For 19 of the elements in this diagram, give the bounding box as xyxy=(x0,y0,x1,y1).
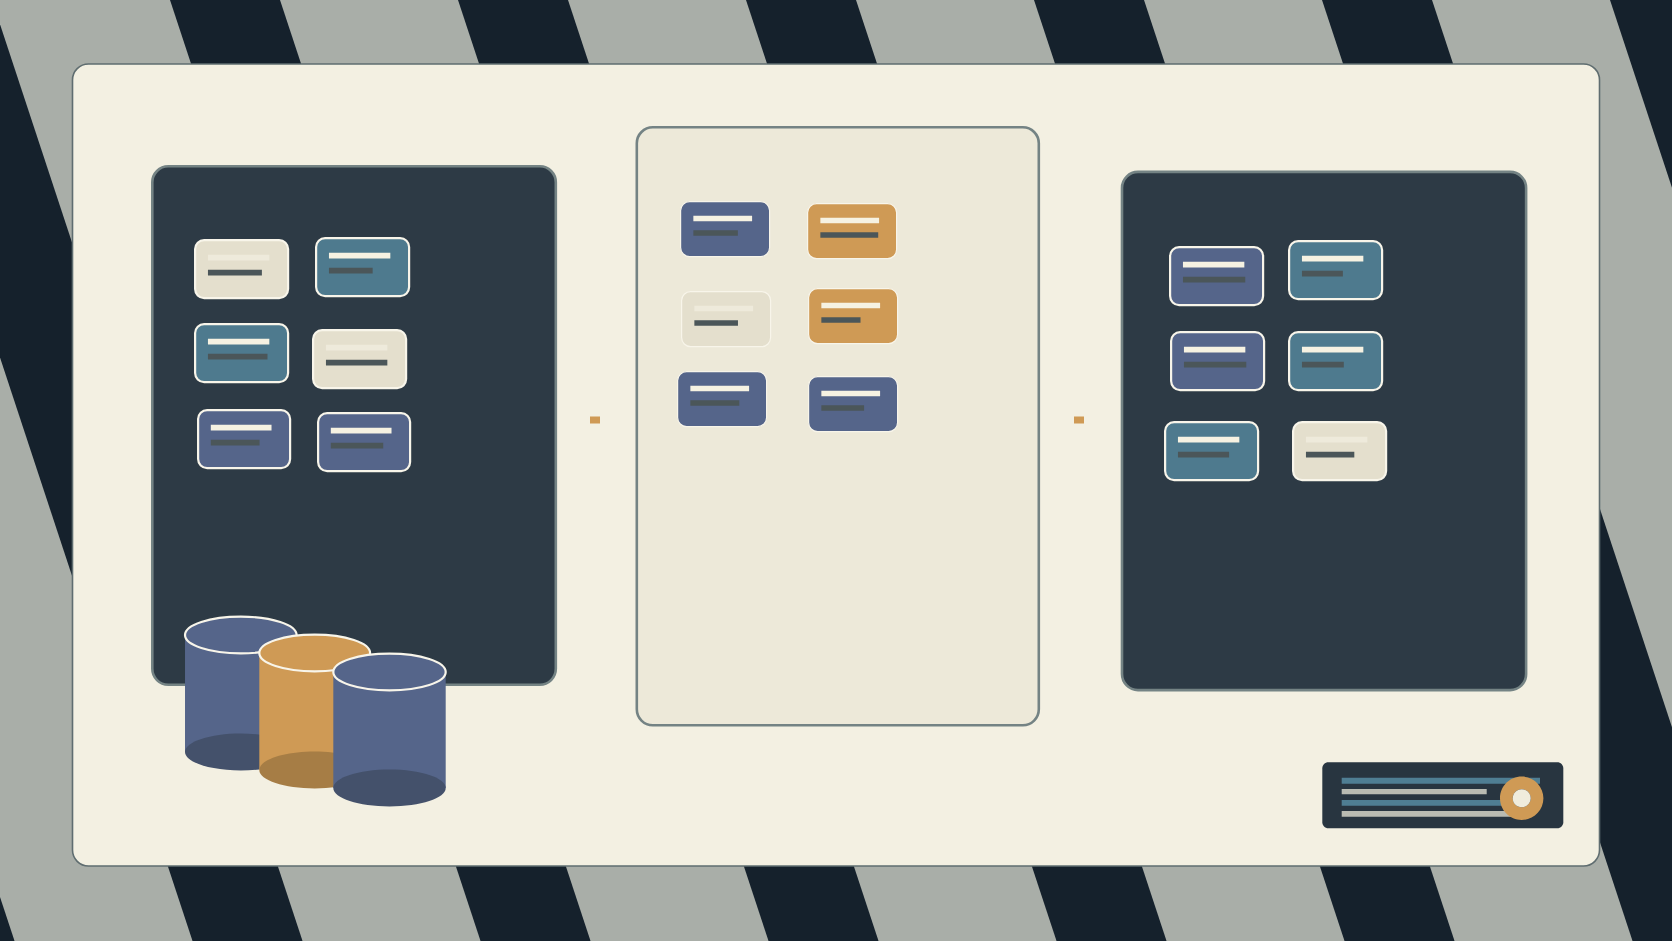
placeholder-card xyxy=(1288,240,1384,301)
placeholder-card xyxy=(1170,331,1266,392)
placeholder-card xyxy=(1169,246,1265,307)
placeholder-card xyxy=(317,412,412,473)
placeholder-card xyxy=(1288,331,1384,392)
placeholder-card xyxy=(312,329,408,390)
placeholder-card xyxy=(807,203,898,260)
placeholder-card xyxy=(1164,421,1260,482)
placeholder-card xyxy=(194,239,290,300)
placeholder-card xyxy=(681,291,772,348)
placeholder-card xyxy=(194,323,290,384)
placeholder-card xyxy=(1292,421,1388,482)
placeholder-card xyxy=(677,371,768,428)
placeholder-card xyxy=(808,288,899,345)
database-cylinder xyxy=(332,652,447,807)
placeholder-card xyxy=(808,376,899,433)
placeholder-card xyxy=(315,237,411,298)
placeholder-card xyxy=(680,201,771,258)
placeholder-card xyxy=(197,409,292,470)
